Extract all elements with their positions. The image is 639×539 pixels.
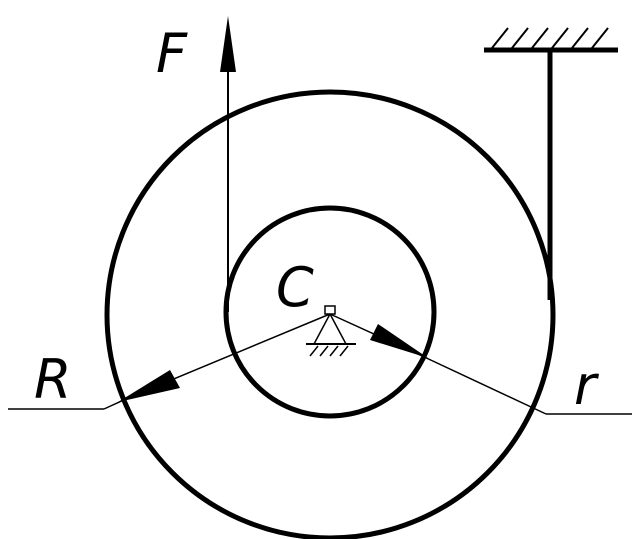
inner-circle: [223, 205, 437, 419]
label-center: C: [276, 256, 314, 319]
label-outer-radius: R: [34, 348, 72, 411]
outer-radius-leader: [8, 313, 331, 410]
ceiling-support: [484, 27, 618, 53]
inner-radius-leader: [329, 313, 632, 415]
outer-circle: [104, 89, 556, 539]
force-arrow: [220, 16, 236, 312]
label-force: F: [156, 22, 188, 85]
label-inner-radius: r: [574, 354, 599, 417]
pivot-support: [306, 305, 356, 357]
